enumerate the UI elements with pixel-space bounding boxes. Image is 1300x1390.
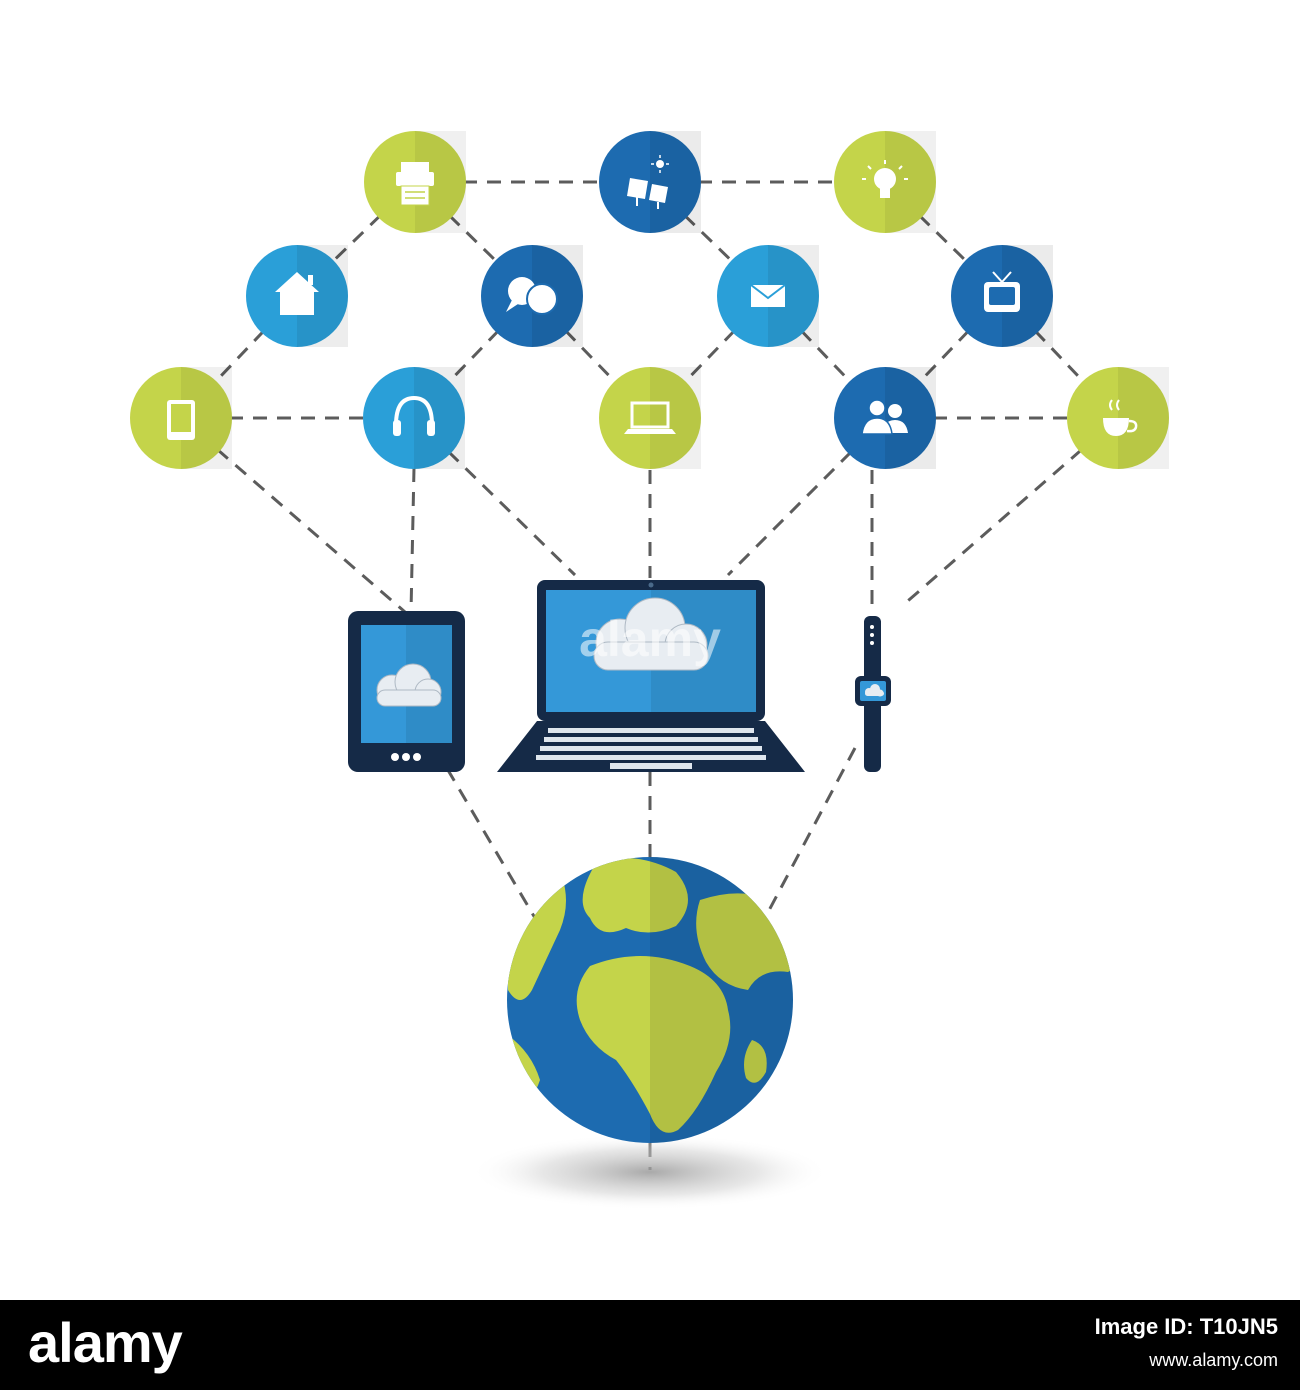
home-icon — [246, 245, 348, 347]
printer-icon — [364, 131, 466, 233]
tablet-device — [348, 611, 465, 772]
light-bulb-icon — [834, 131, 936, 233]
network-nodes — [130, 131, 1169, 469]
users-icon — [834, 367, 936, 469]
headphones-icon — [363, 367, 465, 469]
cloud-icon — [376, 663, 442, 707]
footer-bar: alamy Image ID: T10JN5 www.alamy.com — [0, 1300, 1300, 1390]
coffee-cup-icon — [1067, 367, 1169, 469]
network-illustration — [130, 131, 1169, 1210]
tablet-icon — [130, 367, 232, 469]
image-id: Image ID: T10JN5 — [1094, 1314, 1278, 1339]
keyboard — [536, 728, 766, 760]
site-url: www.alamy.com — [1149, 1350, 1278, 1370]
connection-line — [763, 747, 857, 919]
connection-line — [409, 467, 416, 613]
cloud-icon — [593, 597, 709, 671]
laptop-icon — [599, 367, 701, 469]
connection-line — [433, 747, 537, 919]
image-meta: Image ID: T10JN5 www.alamy.com — [1095, 1314, 1278, 1371]
earth-globe-icon — [507, 857, 793, 1143]
illustration-canvas: alamy — [130, 131, 1169, 1210]
globe-shadow — [470, 1134, 830, 1210]
tv-icon — [951, 245, 1053, 347]
solar-panel-icon — [599, 131, 701, 233]
smartwatch-device — [855, 616, 891, 772]
brand-logo: alamy — [28, 1311, 183, 1374]
envelope-icon — [717, 245, 819, 347]
laptop-device — [497, 580, 805, 772]
chat-bubbles-icon — [481, 245, 583, 347]
